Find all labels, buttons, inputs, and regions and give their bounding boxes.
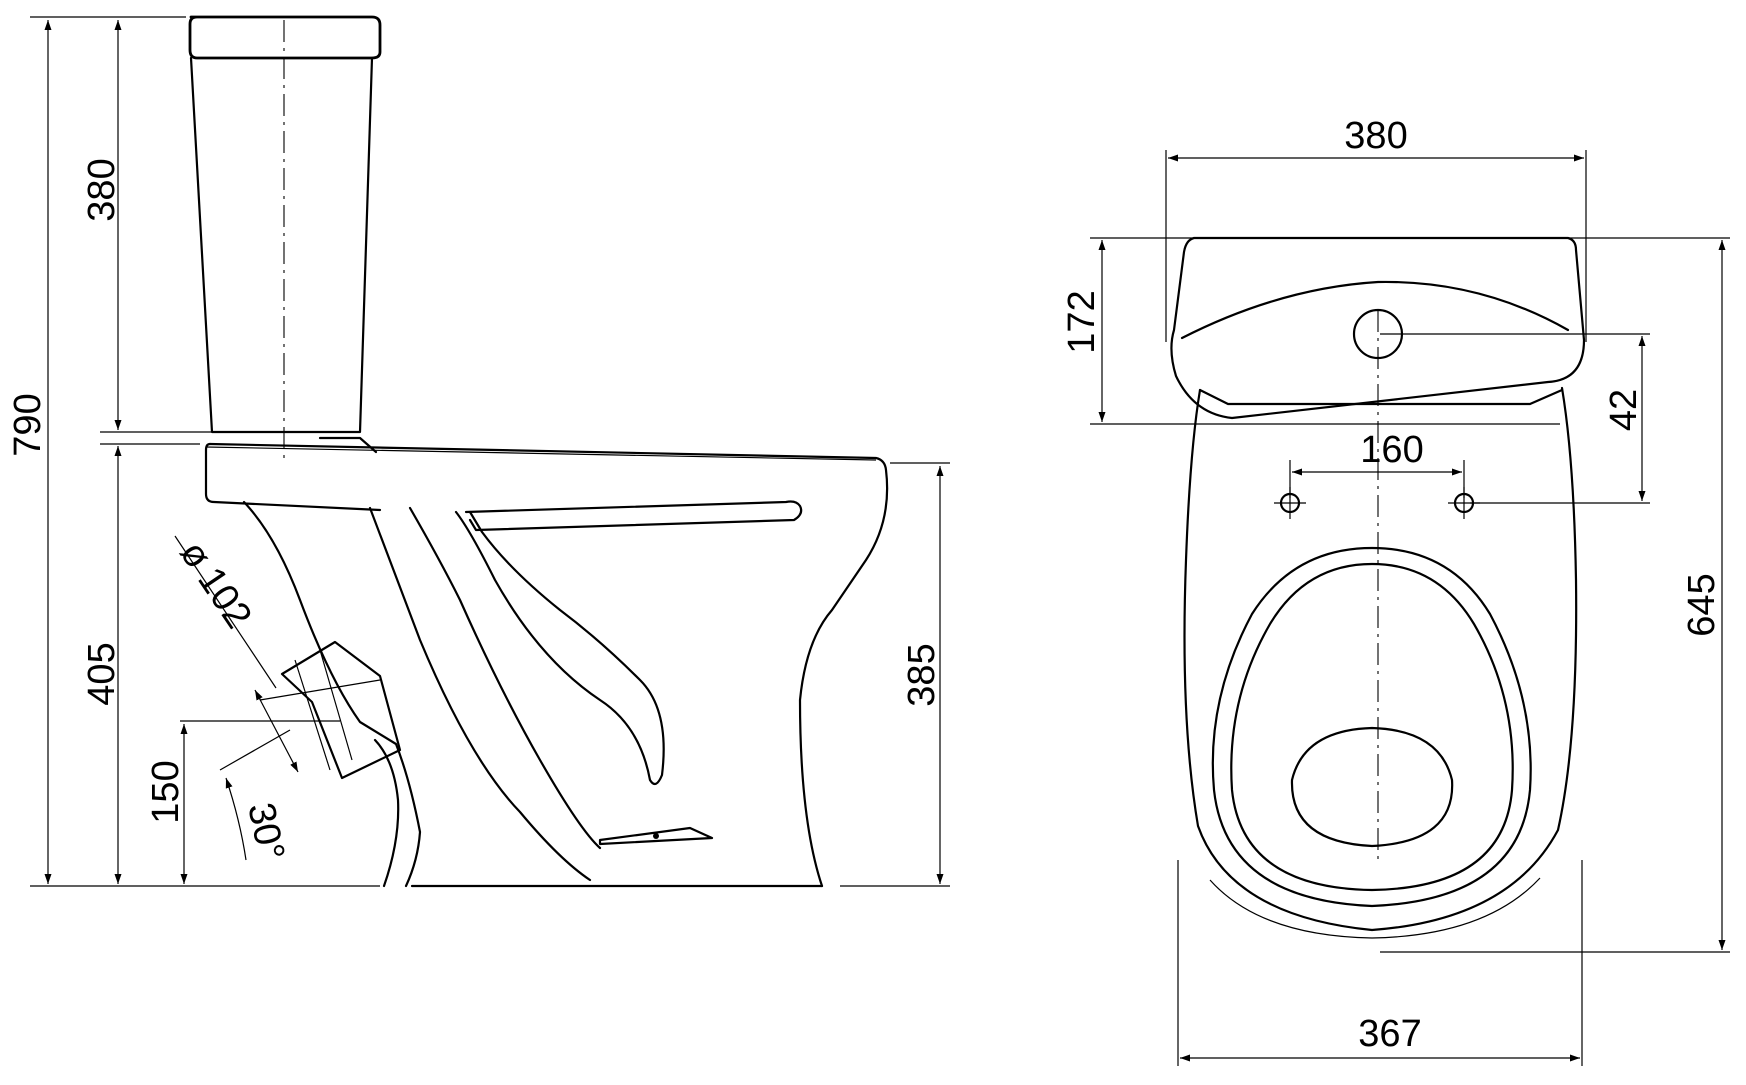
dim-bowl-width: 367	[1358, 1013, 1421, 1055]
dim-tank-width: 380	[1344, 115, 1407, 157]
dim-bowl-length: 645	[1681, 573, 1723, 636]
dim-seat-height: 405	[81, 642, 123, 705]
dim-tank-depth: 172	[1061, 290, 1103, 353]
bowl-outline	[1183, 386, 1578, 939]
dim-hinge-offset: 42	[1603, 389, 1645, 431]
side-view: 790 380 405 385 150 ø 102 30°	[7, 15, 950, 888]
cistern	[188, 15, 382, 434]
top-view: 380 172 42 160 645 367	[1061, 115, 1730, 1066]
dim-rim-height: 385	[901, 643, 943, 706]
outlet-pipe	[259, 640, 402, 780]
bowl-top	[204, 436, 889, 888]
dim-outlet-height: 150	[145, 760, 187, 823]
dim-hinge-spacing: 160	[1360, 429, 1423, 471]
bowl-body	[242, 500, 824, 888]
dim-outlet-diameter: 102	[189, 560, 259, 636]
dim-overall-height: 790	[7, 393, 49, 456]
seat	[1211, 546, 1532, 908]
dim-tank-height: 380	[81, 158, 123, 221]
dim-outlet-angle: 30°	[239, 799, 292, 864]
